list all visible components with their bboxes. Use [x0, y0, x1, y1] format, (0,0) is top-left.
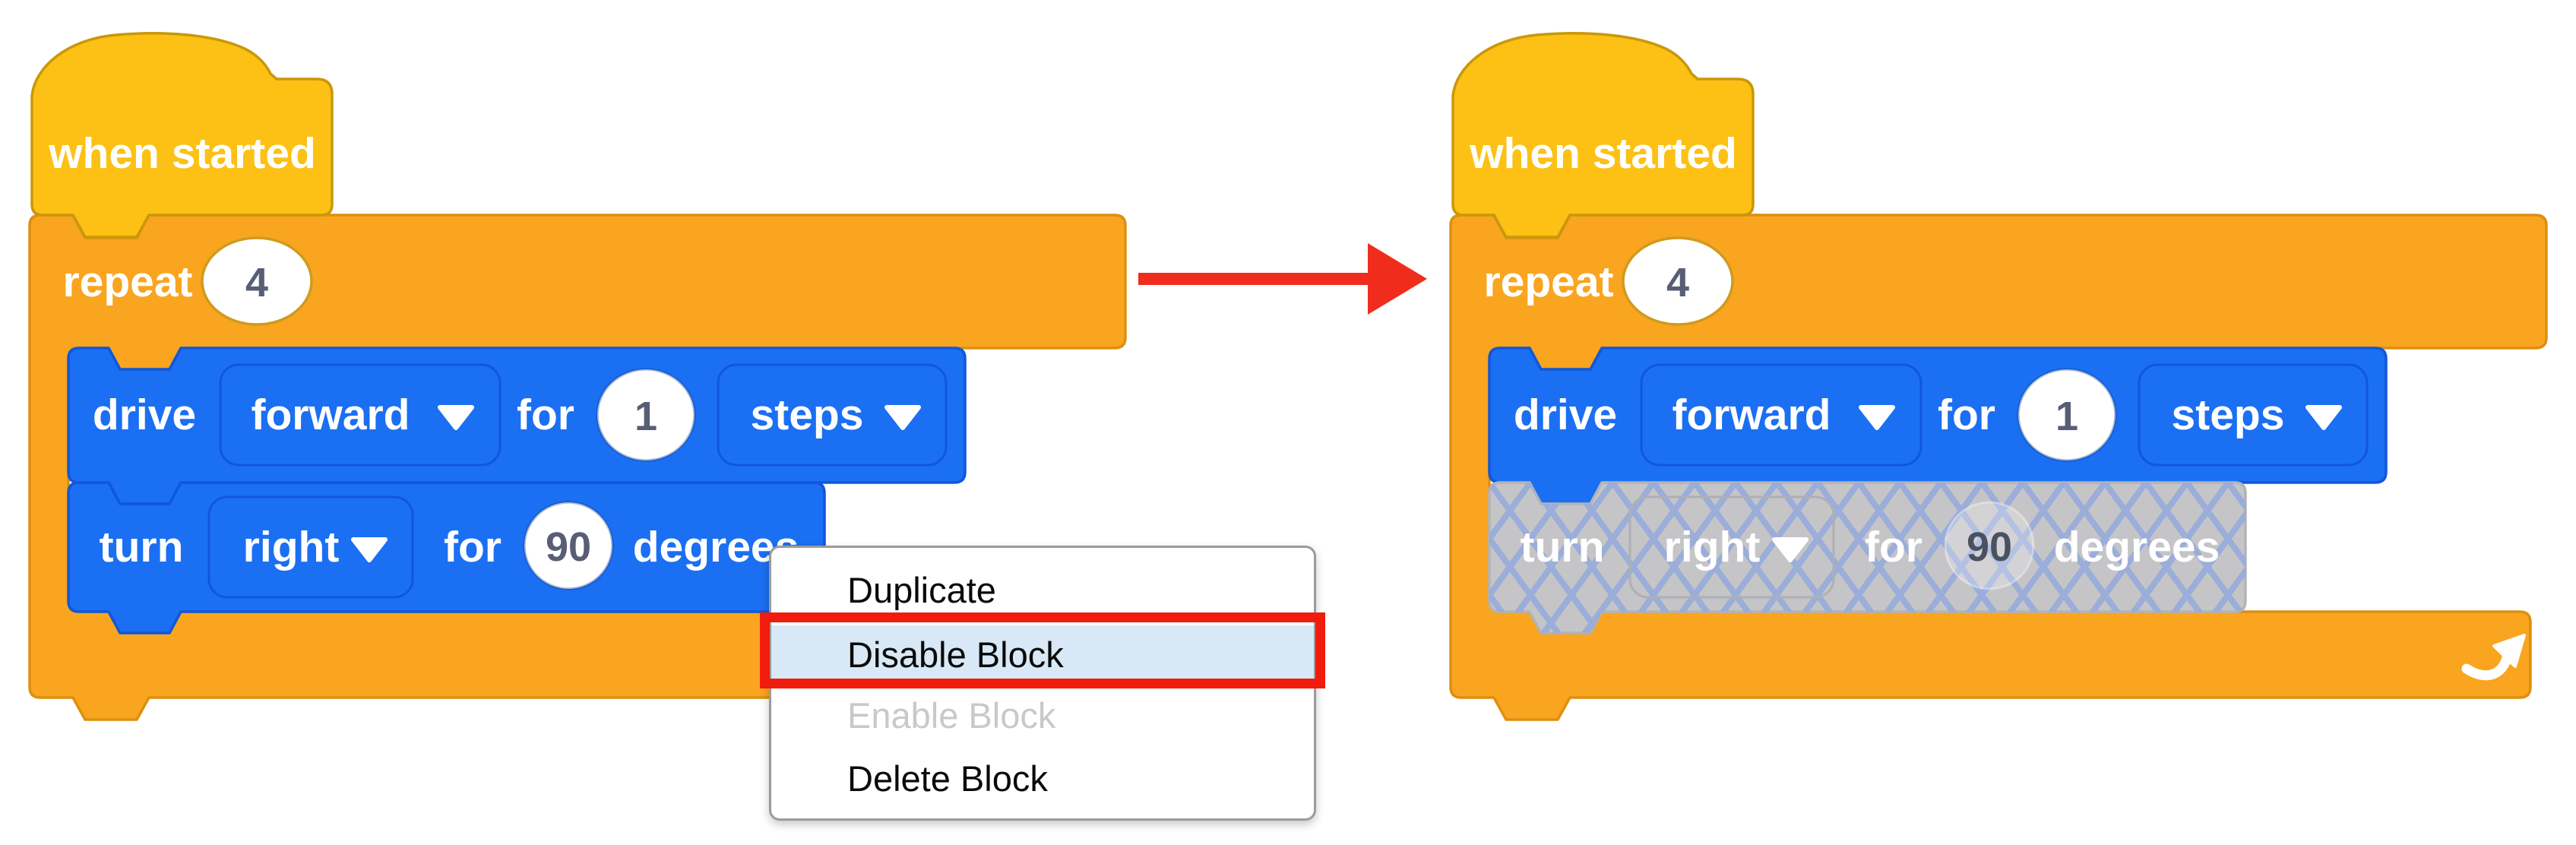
dropdown-outline — [2138, 363, 2369, 467]
repeat-count-oval — [1622, 236, 1734, 326]
repeat-label: repeat — [62, 258, 192, 306]
drive-direction-dropdown[interactable]: forward — [1640, 363, 1923, 467]
drive-for-label: for — [517, 391, 574, 439]
repeat-count-input[interactable]: 4 — [201, 236, 313, 326]
drive-label: drive — [1514, 391, 1617, 439]
turn-direction-dropdown[interactable]: right — [1628, 495, 1835, 599]
angle-oval — [1944, 501, 2035, 590]
when-started-block[interactable]: when started — [30, 32, 334, 239]
repeat-count-input[interactable]: 4 — [1622, 236, 1734, 326]
arrow-head — [1368, 243, 1427, 315]
menu-item-enable-block: Enable Block — [847, 695, 1056, 736]
turn-angle-value: 90 — [546, 524, 591, 570]
menu-item-disable-block[interactable]: Disable Block — [771, 625, 1314, 683]
drive-distance-value: 1 — [2055, 394, 2078, 439]
drive-unit-value: steps — [751, 391, 864, 439]
repeat-block[interactable]: repeat 4 — [1449, 214, 2548, 721]
turn-block[interactable]: turn right for 90 degrees — [67, 481, 826, 635]
drive-direction-dropdown[interactable]: forward — [219, 363, 502, 467]
turn-label: turn — [100, 523, 184, 571]
loop-arrow-icon — [2461, 634, 2526, 681]
drive-unit-value: steps — [2172, 391, 2285, 439]
turn-for-label: for — [444, 523, 502, 571]
dropdown-outline — [219, 363, 502, 467]
transformation-arrow-icon — [1138, 243, 1427, 315]
drive-distance-input[interactable]: 1 — [596, 368, 696, 462]
drive-block[interactable]: drive forward for 1 steps — [1488, 347, 2388, 505]
turn-direction-value: right — [1664, 523, 1761, 571]
drive-label: drive — [93, 391, 196, 439]
drive-block[interactable]: drive forward for 1 steps — [67, 347, 967, 505]
dropdown-outline — [207, 495, 414, 599]
repeat-count-oval — [201, 236, 313, 326]
drive-distance-input[interactable]: 1 — [2017, 368, 2117, 462]
dropdown-outline — [1628, 495, 1835, 599]
drive-direction-value: forward — [1672, 391, 1831, 439]
angle-oval — [523, 501, 614, 590]
drive-unit-dropdown[interactable]: steps — [2138, 363, 2369, 467]
when-started-label: when started — [1469, 129, 1737, 178]
repeat-block[interactable]: repeat 4 — [28, 214, 1127, 721]
right-block-stack: repeat 4 when started drive forward for — [1449, 32, 2548, 721]
distance-oval — [596, 368, 696, 462]
drive-for-label: for — [1938, 391, 1995, 439]
turn-block-disabled[interactable]: turn right for 90 degrees — [1488, 481, 2247, 635]
turn-direction-dropdown[interactable]: right — [207, 495, 414, 599]
left-block-stack: repeat 4 when started drive forward for … — [28, 32, 1127, 721]
repeat-count-value: 4 — [1666, 260, 1689, 305]
turn-direction-value: right — [243, 523, 340, 571]
turn-for-label: for — [1865, 523, 1923, 571]
dropdown-outline — [1640, 363, 1923, 467]
repeat-label: repeat — [1483, 258, 1613, 306]
drive-unit-dropdown[interactable]: steps — [717, 363, 948, 467]
turn-label: turn — [1521, 523, 1605, 571]
arrow-shaft — [1138, 273, 1372, 285]
annotation-highlight-box — [760, 612, 1325, 688]
when-started-block[interactable]: when started — [1451, 32, 1755, 239]
turn-angle-input[interactable]: 90 — [523, 501, 614, 590]
turn-angle-input[interactable]: 90 — [1944, 501, 2035, 590]
when-started-label: when started — [48, 129, 316, 178]
repeat-count-value: 4 — [245, 260, 268, 305]
drive-direction-value: forward — [251, 391, 410, 439]
turn-unit-label: degrees — [2054, 523, 2220, 571]
turn-angle-value: 90 — [1967, 524, 2012, 570]
menu-item-delete-block[interactable]: Delete Block — [847, 758, 1048, 799]
menu-item-duplicate[interactable]: Duplicate — [847, 569, 996, 610]
drive-distance-value: 1 — [635, 394, 657, 439]
dropdown-outline — [717, 363, 948, 467]
distance-oval — [2017, 368, 2117, 462]
